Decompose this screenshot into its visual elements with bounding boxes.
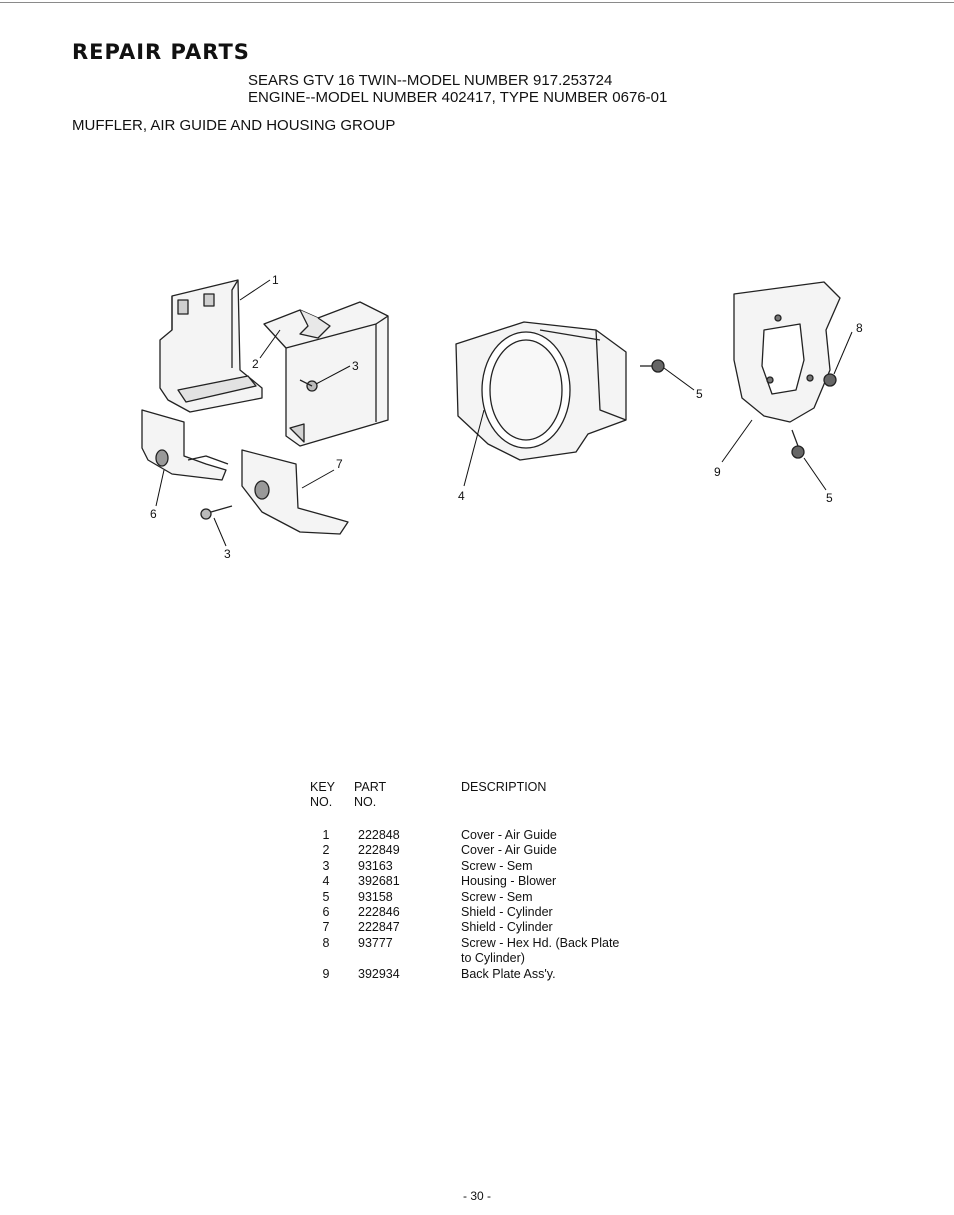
key-no: 9 [322, 966, 330, 981]
part-no: 222847 [358, 920, 400, 935]
section-title: REPAIR PARTS [72, 40, 250, 64]
key-no: 5 [322, 889, 330, 904]
key-no: 4 [322, 874, 330, 889]
key-no: 7 [322, 920, 330, 935]
part-no: 392934 [358, 966, 400, 981]
key-header-line2: NO. [310, 795, 333, 810]
description-header-text: DESCRIPTION [461, 780, 547, 794]
back-plate-9-drawing [733, 281, 841, 423]
screw-5-upper-drawing [640, 359, 665, 373]
screw-8-drawing [823, 373, 837, 387]
callout-4: 4 [458, 489, 465, 503]
key-no: 1 [322, 828, 330, 842]
key-no: 6 [322, 905, 330, 919]
model-number-line: SEARS GTV 16 TWIN--MODEL NUMBER 917.2537… [248, 72, 613, 89]
part-header-line1: PART [354, 780, 387, 794]
blower-housing-4-drawing [455, 321, 627, 461]
description-header: DESCRIPTION [461, 780, 661, 795]
cylinder-shield-7-drawing [241, 449, 349, 535]
part-no: 222849 [358, 843, 400, 858]
callout-8: 8 [856, 321, 863, 335]
screw-3-lower-drawing [200, 505, 233, 520]
callout-3-upper: 3 [352, 359, 359, 373]
part-description: Shield - Cylinder [461, 920, 553, 935]
callout-5-lower: 5 [826, 491, 833, 505]
part-description: Cover - Air Guide [461, 828, 557, 842]
part-no: 93163 [358, 858, 393, 873]
part-no: 392681 [358, 874, 400, 889]
part-description: Screw - Sem [461, 889, 533, 904]
air-guide-cover-1-drawing [159, 279, 263, 413]
part-description: Shield - Cylinder [461, 905, 553, 919]
part-description: Screw - Hex Hd. (Back Plate [461, 935, 620, 950]
part-header-line2: NO. [354, 795, 377, 810]
part-no: 93158 [358, 889, 393, 904]
callout-7: 7 [336, 457, 343, 471]
key-no: 3 [322, 858, 330, 873]
part-description: Cover - Air Guide [461, 843, 557, 858]
key-header-line1: KEY [310, 780, 336, 794]
exploded-parts-diagram: 1 2 3 6 7 3 4 5 8 9 5 [141, 273, 863, 561]
group-title: MUFFLER, AIR GUIDE AND HOUSING GROUP [72, 117, 396, 134]
engine-model-line: ENGINE--MODEL NUMBER 402417, TYPE NUMBER… [248, 89, 668, 106]
screw-3-upper-drawing [299, 379, 318, 392]
part-description: Back Plate Ass'y. [461, 966, 556, 981]
key-no-header: KEY NO. [310, 780, 342, 811]
part-no-header: PART NO. [354, 780, 434, 811]
part-description: Housing - Blower [461, 874, 557, 889]
part-no: 222846 [358, 905, 400, 919]
cylinder-shield-6-drawing [141, 409, 229, 481]
part-description-continued: to Cylinder) [461, 951, 525, 966]
key-no: 8 [322, 935, 330, 950]
air-guide-cover-2-drawing [263, 301, 389, 447]
callout-3-lower: 3 [224, 547, 231, 561]
top-rule [0, 2, 954, 3]
callout-2: 2 [252, 357, 259, 371]
callout-5-upper: 5 [696, 387, 703, 401]
callout-1: 1 [272, 273, 279, 287]
page-number: - 30 - [462, 1189, 491, 1203]
callout-9: 9 [714, 465, 721, 479]
screw-5-lower-drawing [791, 429, 805, 459]
part-description: Screw - Sem [461, 858, 533, 873]
key-no: 2 [322, 843, 330, 858]
parts-list-header: KEY NO. PART NO. DESCRIPTION [310, 780, 710, 820]
part-no: 222848 [358, 828, 400, 842]
callout-6: 6 [150, 507, 157, 521]
part-no: 93777 [358, 935, 393, 950]
